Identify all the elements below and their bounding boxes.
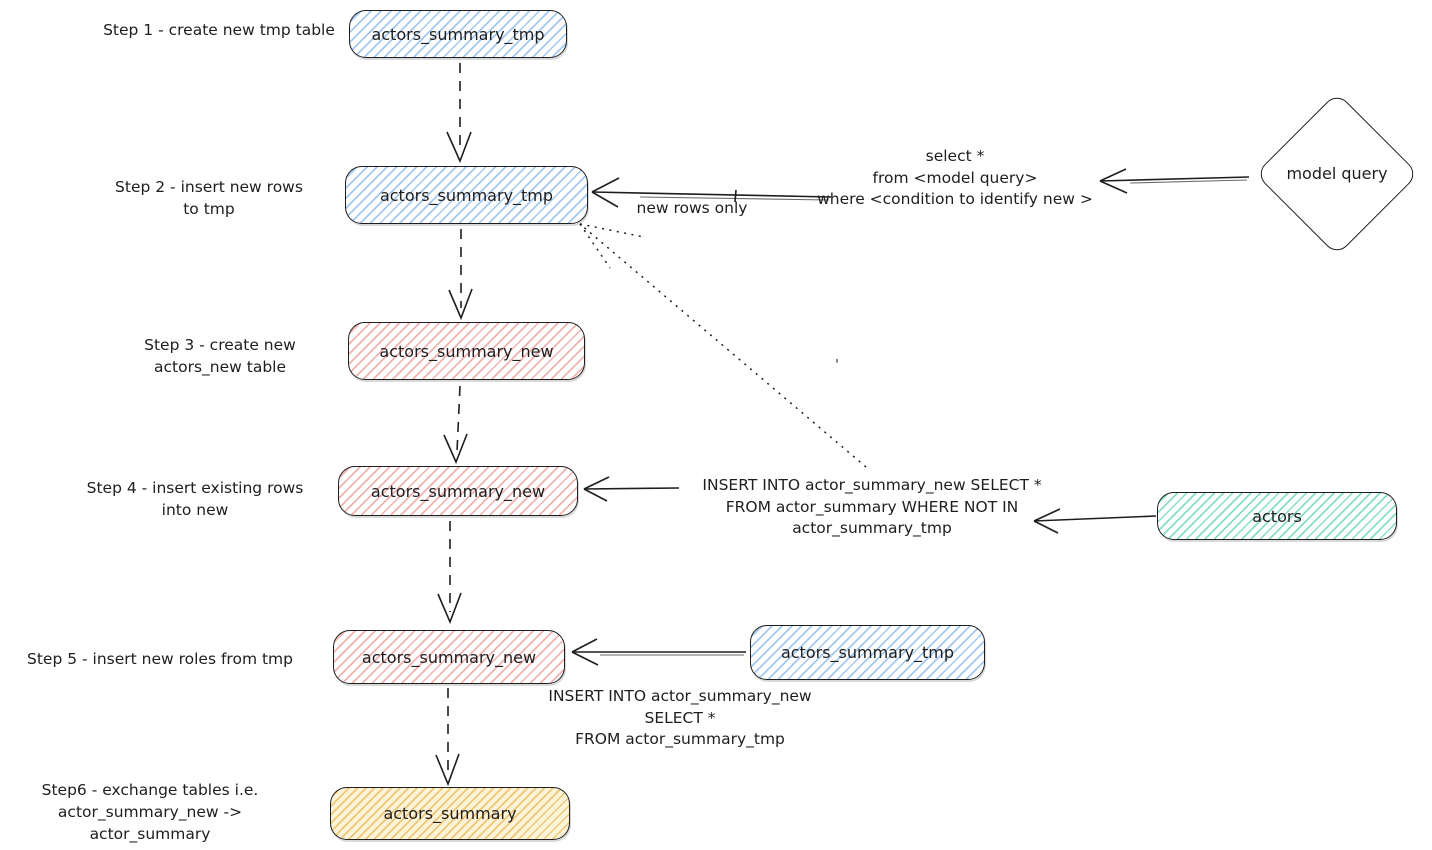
node-label: actors_summary_new: [370, 481, 546, 501]
step1-label: Step 1 - create new tmp table: [103, 21, 335, 39]
node-label: actors_summary_new: [361, 647, 537, 667]
step2-label: Step 2 - insert new rows to tmp: [115, 178, 303, 218]
tmp-source-node: actors_summary_tmp: [750, 625, 985, 680]
connector-step4-step5: [437, 521, 462, 625]
connector-step1-step2: [446, 63, 472, 164]
dotted-arrow-step4sql-to-step2: [579, 223, 867, 468]
connector-step3-step4: [443, 385, 468, 465]
step2-node-actors-summary-tmp: actors_summary_tmp: [345, 166, 588, 224]
step5-label: Step 5 - insert new roles from tmp: [27, 650, 293, 668]
step6-label: Step6 - exchange tables i.e. actor_summa…: [41, 781, 259, 843]
node-label: actors_summary: [383, 804, 517, 823]
node-label: actors_summary_new: [379, 341, 554, 361]
model-query-label: model query: [1286, 164, 1388, 183]
stray-mark: ': [835, 358, 839, 373]
connector-step2-step3: [448, 229, 473, 321]
arrow-tmp-to-step5: [571, 638, 746, 666]
node-label: actors_summary_tmp: [379, 185, 554, 205]
step6-node-actors-summary: actors_summary: [330, 787, 570, 840]
step5-sql-annotation: INSERT INTO actor_summary_new SELECT * F…: [548, 687, 812, 748]
step1-node-actors-summary-tmp: actors_summary_tmp: [349, 10, 567, 58]
node-label: actors_summary_tmp: [780, 643, 955, 662]
step2-sql-annotation: select * from <model query> where <condi…: [817, 147, 1093, 208]
step3-label: Step 3 - create new actors_new table: [144, 336, 296, 376]
actors-source-node: actors: [1157, 492, 1397, 540]
step3-node-actors-summary-new: actors_summary_new: [348, 322, 585, 380]
connector-step5-step6: [435, 688, 460, 787]
node-label: actors: [1252, 506, 1302, 526]
new-rows-only-label: new rows only: [636, 199, 748, 217]
step4-label: Step 4 - insert existing rows into new: [86, 479, 304, 519]
node-label: actors_summary_tmp: [371, 24, 545, 44]
step5-node-actors-summary-new: actors_summary_new: [333, 630, 565, 684]
step4-sql-annotation: INSERT INTO actor_summary_new SELECT * F…: [702, 476, 1042, 537]
step4-node-actors-summary-new: actors_summary_new: [338, 466, 578, 516]
arrow-sql-to-step4: [583, 476, 680, 502]
